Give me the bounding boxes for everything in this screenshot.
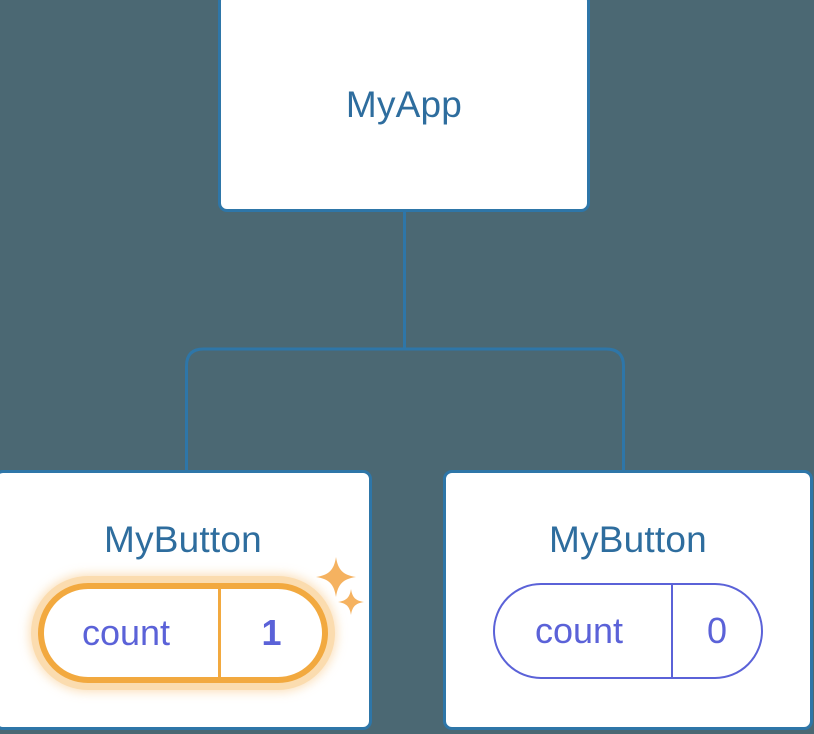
node-title: MyButton [549,519,707,560]
node-title: MyApp [345,84,463,125]
state-pill-wrapper: count 1 [38,557,364,683]
state-pill-count[interactable]: count 0 [493,583,763,679]
sparkle-four-point-icon [316,557,356,597]
connector-branch-bar [185,347,625,470]
state-key-label: count [534,610,624,651]
state-pill-divider [218,589,221,677]
tree-node-mybutton-1[interactable]: MyButton count 1 [0,470,372,730]
state-key-label: count [81,612,171,653]
sparkle-four-point-small-icon [338,589,364,615]
node-title: MyButton [104,519,262,560]
tree-node-myapp[interactable]: MyApp [218,0,590,212]
state-value-label: 1 [261,612,282,653]
state-pill-wrapper: count 0 [493,583,763,679]
tree-node-mybutton-2[interactable]: MyButton count 0 [443,470,813,730]
state-pill-divider [671,585,673,677]
state-pill-count-highlighted[interactable]: count 1 [38,583,328,683]
state-value-label: 0 [706,610,728,651]
